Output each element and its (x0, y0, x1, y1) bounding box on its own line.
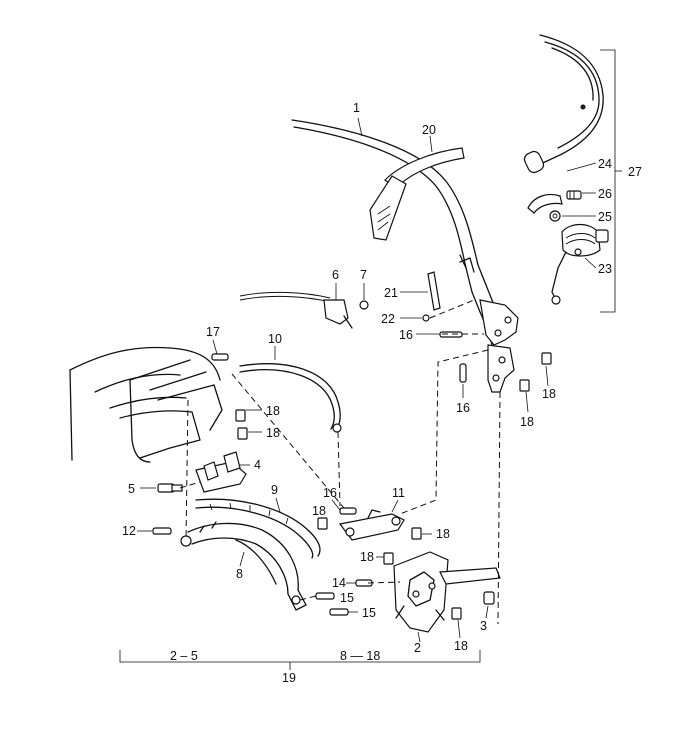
bolt-part-15-b (329, 608, 349, 616)
callout-1: 1 (353, 101, 360, 115)
nut-part-25 (549, 210, 561, 222)
callout-18-e: 18 (360, 550, 374, 564)
callout-18-f: 18 (454, 639, 468, 653)
callout-5: 5 (128, 482, 135, 496)
callout-26: 26 (598, 187, 612, 201)
bolt-part-16-right (459, 363, 467, 383)
bolt-part-15-a (315, 592, 335, 600)
callout-16-top: 16 (399, 328, 413, 342)
tension-bracket-part-23 (551, 223, 609, 305)
callout-18-g: 18 (520, 415, 534, 429)
callout-2: 2 (414, 641, 421, 655)
callout-27: 27 (628, 165, 642, 179)
screw-part-22 (422, 314, 430, 322)
padding-strip-part-20 (369, 147, 465, 241)
callout-15-a: 15 (340, 591, 354, 605)
bracket-27 (600, 49, 616, 313)
bolt-part-16-mid (339, 507, 357, 515)
callout-18-a: 18 (266, 404, 280, 418)
clip-nut-18-e (383, 552, 394, 565)
assembly-range-bracket (119, 650, 481, 670)
clip-nut-18-h (541, 352, 552, 365)
range-label-8-18: 8 — 18 (340, 649, 380, 663)
main-bracket-part-2 (393, 551, 501, 633)
clip-nut-18-b (237, 427, 248, 440)
callout-9: 9 (271, 483, 278, 497)
callout-18-d: 18 (436, 527, 450, 541)
callout-23: 23 (598, 262, 612, 276)
callout-16-right: 16 (456, 401, 470, 415)
rear-body-deck-panel (69, 346, 223, 463)
bolt-part-12 (152, 527, 172, 535)
callout-17: 17 (206, 325, 220, 339)
screw-part-26 (566, 190, 582, 200)
guide-rail-part-9 (195, 498, 321, 559)
range-label-2-5: 2 – 5 (170, 649, 198, 663)
callout-18-h: 18 (542, 387, 556, 401)
assembly-label-19: 19 (282, 671, 296, 685)
bolt-part-17 (211, 353, 229, 361)
clip-nut-18-a (235, 409, 246, 422)
nut-part-7 (359, 300, 369, 310)
callout-24: 24 (598, 157, 612, 171)
bolt-part-5 (157, 483, 183, 493)
clip-nut-18-c (317, 517, 328, 530)
bolt-part-3 (483, 591, 495, 605)
callout-12: 12 (122, 524, 136, 538)
roof-frame-bow-part-1 (291, 119, 519, 393)
bracket-part-4 (195, 451, 247, 493)
cover-part-21 (427, 271, 441, 311)
callout-15-b: 15 (362, 606, 376, 620)
link-lever-part-11 (338, 509, 405, 541)
callout-22: 22 (381, 312, 395, 326)
clip-nut-18-g (519, 379, 530, 392)
callout-25: 25 (598, 210, 612, 224)
seal-clip-part-24 (527, 193, 563, 214)
cable-tube-part-10 (239, 363, 342, 433)
side-frame-part-8 (180, 521, 307, 611)
callout-18-b: 18 (266, 426, 280, 440)
leader-lines (137, 117, 549, 643)
callout-3: 3 (480, 619, 487, 633)
cable-part-6 (239, 291, 353, 329)
callout-16-mid: 16 (323, 486, 337, 500)
callout-4: 4 (254, 458, 261, 472)
callout-6: 6 (332, 268, 339, 282)
callout-20: 20 (422, 123, 436, 137)
callout-7: 7 (360, 268, 367, 282)
callout-11: 11 (392, 486, 405, 500)
alignment-lines (179, 299, 501, 625)
roof-seal-strip (523, 34, 604, 174)
callout-21: 21 (384, 286, 398, 300)
callout-10: 10 (268, 332, 282, 346)
callout-14: 14 (332, 576, 346, 590)
callout-18-c: 18 (312, 504, 326, 518)
clip-nut-18-f (451, 607, 462, 620)
callout-8: 8 (236, 567, 243, 581)
clip-nut-18-d (411, 527, 422, 540)
